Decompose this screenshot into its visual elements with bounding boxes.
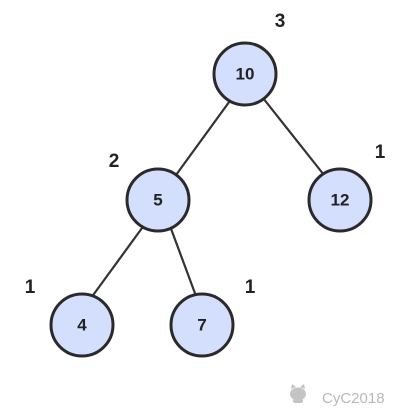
edge-10-5 <box>174 96 234 177</box>
tree-node-10: 10 <box>212 41 278 107</box>
tree-node-5: 5 <box>125 167 191 233</box>
node-height-label: 1 <box>245 277 256 298</box>
node-value: 5 <box>153 191 162 210</box>
tree-node-4: 4 <box>49 292 115 358</box>
edge-5-7 <box>168 224 198 298</box>
watermark-text: CyC2018 <box>322 390 385 407</box>
node-value: 7 <box>197 316 206 335</box>
edge-10-12 <box>261 96 326 177</box>
node-height-label: 3 <box>275 11 286 32</box>
node-value: 12 <box>331 191 350 210</box>
node-height-label: 1 <box>375 142 386 163</box>
edge-5-4 <box>89 222 147 300</box>
node-value: 10 <box>236 65 255 84</box>
watermark: CyC2018 <box>290 384 385 407</box>
node-height-label: 1 <box>25 277 36 298</box>
tree-node-12: 12 <box>307 167 373 233</box>
node-height-label: 2 <box>109 151 120 172</box>
node-value: 4 <box>77 316 87 335</box>
github-octocat-icon <box>290 384 306 403</box>
tree-node-7: 7 <box>169 292 235 358</box>
